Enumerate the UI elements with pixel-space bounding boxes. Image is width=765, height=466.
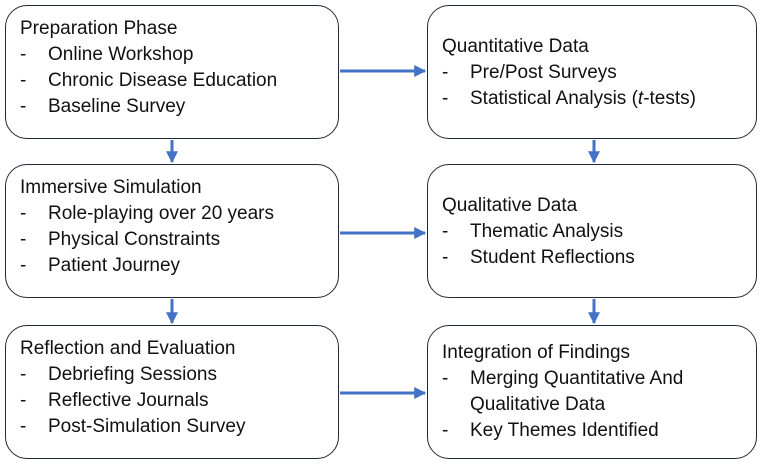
bullet-dash: - bbox=[442, 221, 449, 242]
qualitative-data-box: Qualitative Data -Thematic Analysis -Stu… bbox=[427, 164, 757, 298]
bullet-dash: - bbox=[20, 390, 27, 411]
bullet-dash: - bbox=[442, 247, 449, 268]
item-text: Pre/Post Surveys bbox=[470, 62, 617, 83]
item-text: Patient Journey bbox=[48, 255, 181, 276]
item-text: Debriefing Sessions bbox=[48, 364, 217, 385]
bullet-dash: - bbox=[442, 88, 449, 109]
list-item: -Pre/Post Surveys bbox=[442, 60, 742, 86]
item-text: Physical Constraints bbox=[48, 229, 221, 250]
list-item: -Physical Constraints bbox=[20, 227, 324, 253]
list-item: -Debriefing Sessions bbox=[20, 362, 324, 388]
item-text: Role-playing over 20 years bbox=[48, 203, 275, 224]
italic-t: t bbox=[637, 88, 644, 109]
box-title: Preparation Phase bbox=[20, 18, 178, 39]
bullet-dash: - bbox=[20, 416, 27, 437]
list-item: -Merging Quantitative And Qualitative Da… bbox=[442, 366, 742, 418]
list-item: -Reflective Journals bbox=[20, 388, 324, 414]
bullet-dash: - bbox=[20, 203, 27, 224]
item-text: Online Workshop bbox=[48, 44, 194, 65]
list-item: -Patient Journey bbox=[20, 253, 324, 279]
bullet-dash: - bbox=[20, 70, 27, 91]
list-item: -Baseline Survey bbox=[20, 94, 324, 120]
bullet-dash: - bbox=[20, 255, 27, 276]
item-text: Chronic Disease Education bbox=[48, 70, 278, 91]
list-item: -Online Workshop bbox=[20, 42, 324, 68]
item-text: Merging Quantitative And Qualitative Dat… bbox=[470, 368, 684, 415]
list-item: -Thematic Analysis bbox=[442, 219, 742, 245]
item-text: Baseline Survey bbox=[48, 96, 186, 117]
item-text: Thematic Analysis bbox=[470, 221, 624, 242]
list-item: -Student Reflections bbox=[442, 245, 742, 271]
bullet-dash: - bbox=[20, 96, 27, 117]
item-text: Post-Simulation Survey bbox=[48, 416, 246, 437]
box-title: Immersive Simulation bbox=[20, 177, 202, 198]
preparation-phase-box: Preparation Phase -Online Workshop -Chro… bbox=[5, 5, 339, 139]
bullet-dash: - bbox=[20, 44, 27, 65]
box-title: Reflection and Evaluation bbox=[20, 338, 236, 359]
bullet-dash: - bbox=[442, 420, 449, 441]
item-text: Statistical Analysis (t-tests) bbox=[470, 88, 696, 109]
item-list: -Pre/Post Surveys -Statistical Analysis … bbox=[442, 60, 742, 112]
item-list: -Merging Quantitative And Qualitative Da… bbox=[442, 366, 742, 444]
quantitative-data-box: Quantitative Data -Pre/Post Surveys -Sta… bbox=[427, 5, 757, 139]
list-item: -Chronic Disease Education bbox=[20, 68, 324, 94]
list-item: -Statistical Analysis (t-tests) bbox=[442, 86, 742, 112]
item-list: -Thematic Analysis -Student Reflections bbox=[442, 219, 742, 271]
item-text: Student Reflections bbox=[470, 247, 635, 268]
list-item: -Role-playing over 20 years bbox=[20, 201, 324, 227]
box-title: Qualitative Data bbox=[442, 195, 578, 216]
bullet-dash: - bbox=[20, 229, 27, 250]
item-list: -Online Workshop -Chronic Disease Educat… bbox=[20, 42, 324, 120]
item-text: Key Themes Identified bbox=[470, 420, 659, 441]
immersive-simulation-box: Immersive Simulation -Role-playing over … bbox=[5, 164, 339, 298]
box-title: Integration of Findings bbox=[442, 342, 631, 363]
list-item: -Post-Simulation Survey bbox=[20, 414, 324, 440]
box-title: Quantitative Data bbox=[442, 36, 589, 57]
reflection-evaluation-box: Reflection and Evaluation -Debriefing Se… bbox=[5, 325, 339, 459]
integration-findings-box: Integration of Findings -Merging Quantit… bbox=[427, 325, 757, 459]
item-list: -Debriefing Sessions -Reflective Journal… bbox=[20, 362, 324, 440]
item-list: -Role-playing over 20 years -Physical Co… bbox=[20, 201, 324, 279]
bullet-dash: - bbox=[20, 364, 27, 385]
list-item: -Key Themes Identified bbox=[442, 418, 742, 444]
bullet-dash: - bbox=[442, 368, 449, 389]
bullet-dash: - bbox=[442, 62, 449, 83]
item-text: Reflective Journals bbox=[48, 390, 209, 411]
